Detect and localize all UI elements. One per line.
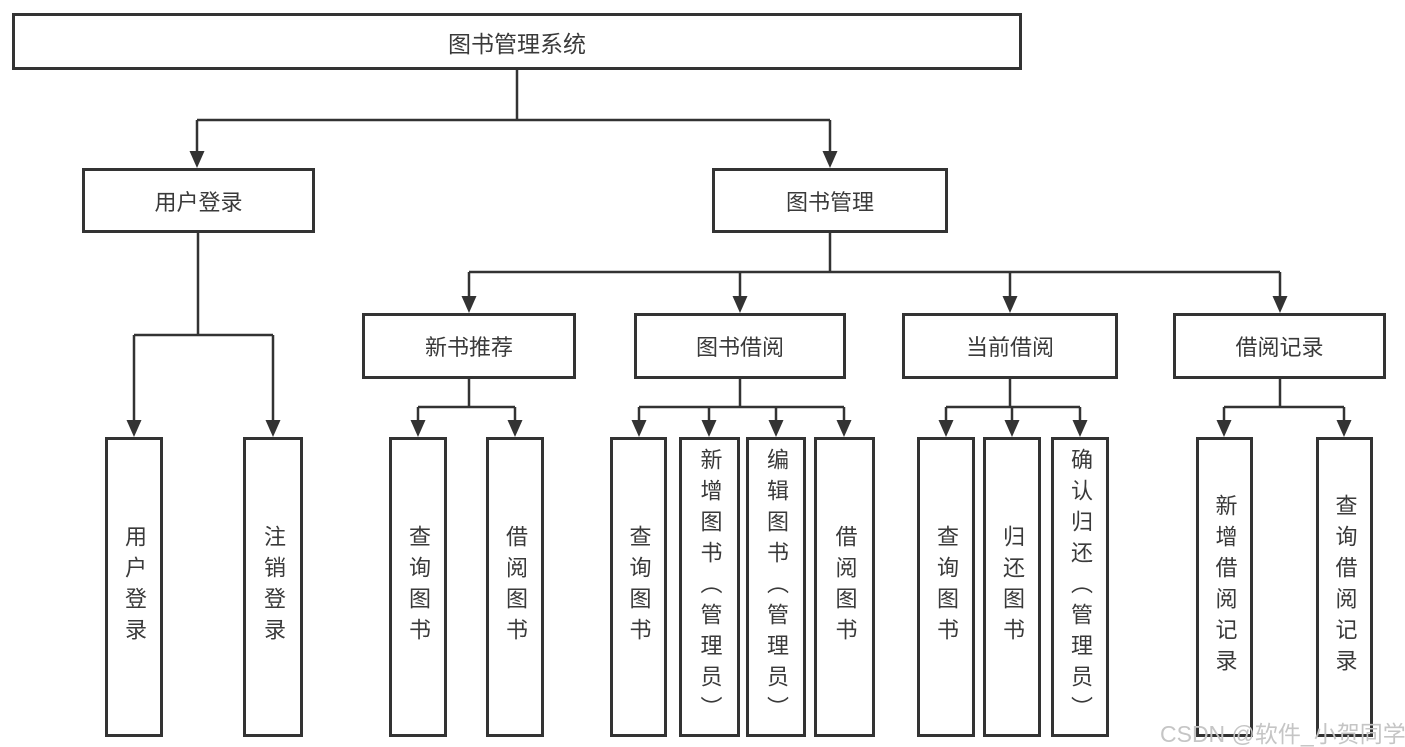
leaf-query-books-3: 查询图书 (917, 437, 975, 737)
arrowhead (1272, 296, 1288, 313)
arrowhead (1004, 420, 1020, 437)
connector-book-mgmt-to-sections (461, 233, 1288, 313)
node-label: 编辑图书（管理员） (764, 447, 789, 727)
node-label: 借阅图书 (503, 525, 528, 649)
arrowhead (732, 296, 748, 313)
connector-current-borrow-to-children (938, 379, 1088, 437)
arrowhead (461, 296, 477, 313)
csdn-watermark: CSDN @软件_小贺同学 (1160, 721, 1405, 747)
connector-root-to-level2 (189, 70, 838, 168)
connector-user-login-to-children (126, 233, 281, 437)
leaf-borrow-books-1: 借阅图书 (486, 437, 544, 737)
node-label: 注销登录 (261, 525, 286, 649)
node-current-borrowing: 当前借阅 (902, 313, 1118, 379)
node-label: 确认归还（管理员） (1068, 447, 1093, 727)
connector-book-borrow-to-children (631, 379, 852, 437)
node-label: 查询借阅记录 (1332, 494, 1358, 680)
node-new-book-recommendation: 新书推荐 (362, 313, 576, 379)
connector-borrow-record-to-children (1216, 379, 1352, 437)
node-label: 图书管理 (785, 189, 874, 215)
leaf-borrow-books-2: 借阅图书 (814, 437, 875, 737)
leaf-edit-books-admin: 编辑图书（管理员） (746, 437, 806, 737)
node-label: 查询图书 (626, 525, 652, 649)
node-borrowing-records: 借阅记录 (1173, 313, 1386, 379)
arrowhead (822, 151, 838, 168)
node-label: 新增图书（管理员） (697, 447, 723, 727)
arrowhead (126, 420, 142, 437)
node-label: 用户登录 (122, 525, 147, 649)
node-label: 查询图书 (934, 525, 959, 649)
arrowhead (1216, 420, 1232, 437)
arrowhead (701, 420, 717, 437)
leaf-query-borrow-record: 查询借阅记录 (1316, 437, 1373, 737)
leaf-return-books: 归还图书 (983, 437, 1041, 737)
node-book-management: 图书管理 (712, 168, 948, 233)
connector-new-book-to-children (410, 379, 523, 437)
node-label: 图书借阅 (695, 335, 784, 360)
arrowhead (410, 420, 426, 437)
arrowhead (836, 420, 852, 437)
node-book-borrowing: 图书借阅 (634, 313, 846, 379)
node-label: 新书推荐 (424, 335, 513, 360)
node-label: 当前借阅 (965, 335, 1054, 360)
arrowhead (1336, 420, 1352, 437)
leaf-user-login: 用户登录 (105, 437, 163, 737)
leaf-query-books-1: 查询图书 (389, 437, 447, 737)
arrowhead (265, 420, 281, 437)
arrowhead (631, 420, 647, 437)
node-label: 新增借阅记录 (1212, 494, 1238, 680)
node-library-management-system: 图书管理系统 (12, 13, 1022, 70)
node-label: 归还图书 (1000, 525, 1025, 649)
arrowhead (938, 420, 954, 437)
arrowhead (768, 420, 784, 437)
arrowhead (189, 151, 205, 168)
node-label: 借阅记录 (1235, 335, 1324, 360)
node-user-login: 用户登录 (82, 168, 315, 233)
arrowhead (1002, 296, 1018, 313)
leaf-add-borrow-record: 新增借阅记录 (1196, 437, 1253, 737)
leaf-logout: 注销登录 (243, 437, 303, 737)
leaf-confirm-return-admin: 确认归还（管理员） (1051, 437, 1109, 737)
node-label: 查询图书 (406, 525, 431, 649)
node-label: 图书管理系统 (448, 30, 586, 57)
arrowhead (1072, 420, 1088, 437)
node-label: 借阅图书 (832, 525, 858, 649)
leaf-query-books-2: 查询图书 (610, 437, 667, 737)
node-label: 用户登录 (154, 189, 243, 215)
leaf-add-books-admin: 新增图书（管理员） (679, 437, 740, 737)
arrowhead (507, 420, 523, 437)
